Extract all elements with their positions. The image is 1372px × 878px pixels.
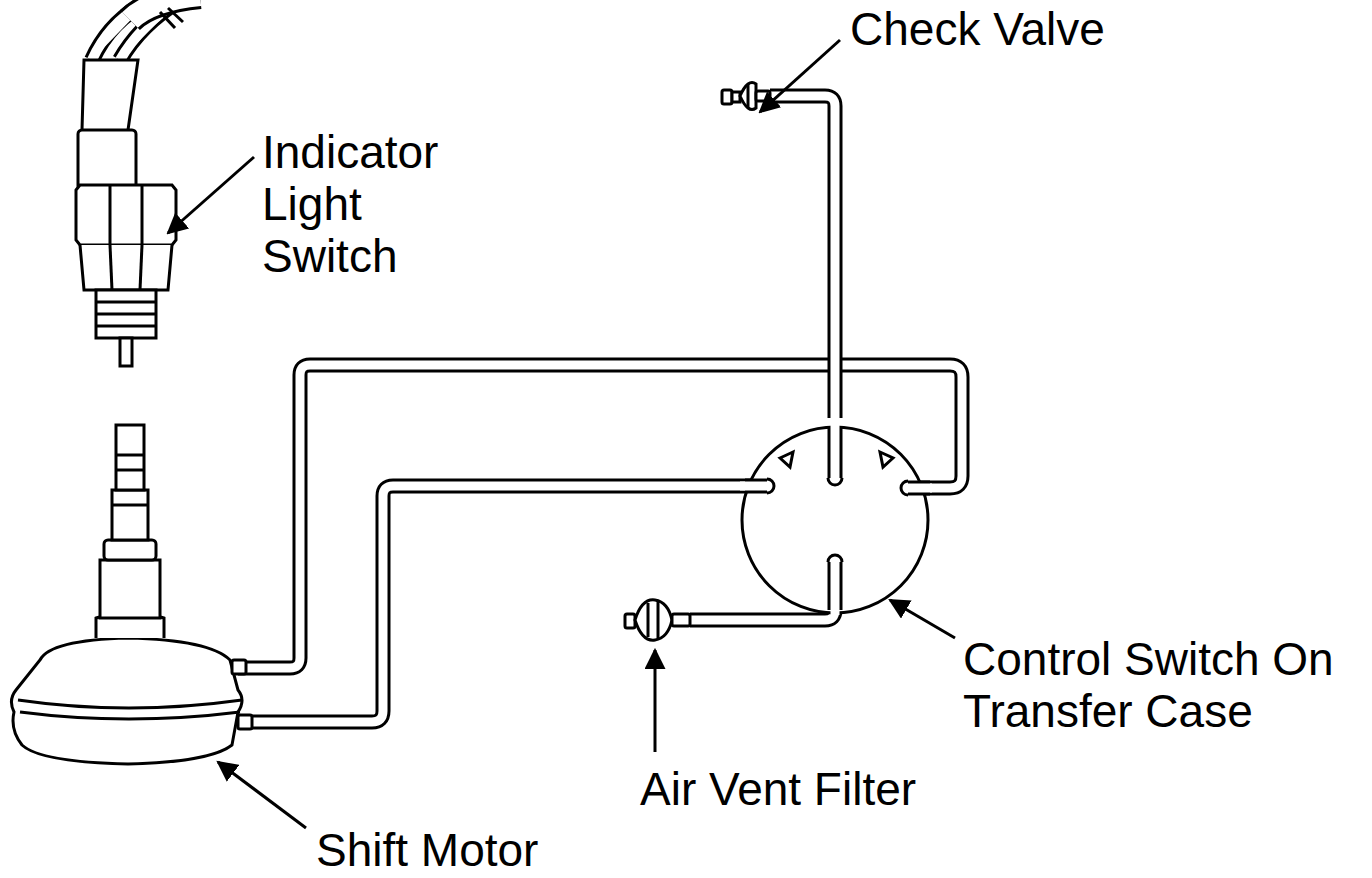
callout-label: Indicator Light Switch bbox=[262, 126, 487, 282]
leader-arrow bbox=[168, 40, 955, 828]
check-valve bbox=[722, 83, 770, 110]
shift-motor bbox=[11, 425, 252, 764]
callout-label: Check Valve bbox=[850, 3, 1105, 55]
indicator-light-switch bbox=[76, 0, 200, 366]
callout-label: Control Switch On Transfer Case bbox=[963, 633, 1363, 737]
air-vent-filter bbox=[625, 600, 690, 640]
callout-label: Air Vent Filter bbox=[640, 763, 916, 815]
callout-label: Shift Motor bbox=[316, 824, 538, 876]
control-switch bbox=[740, 425, 932, 615]
vacuum-hose bbox=[236, 96, 962, 722]
